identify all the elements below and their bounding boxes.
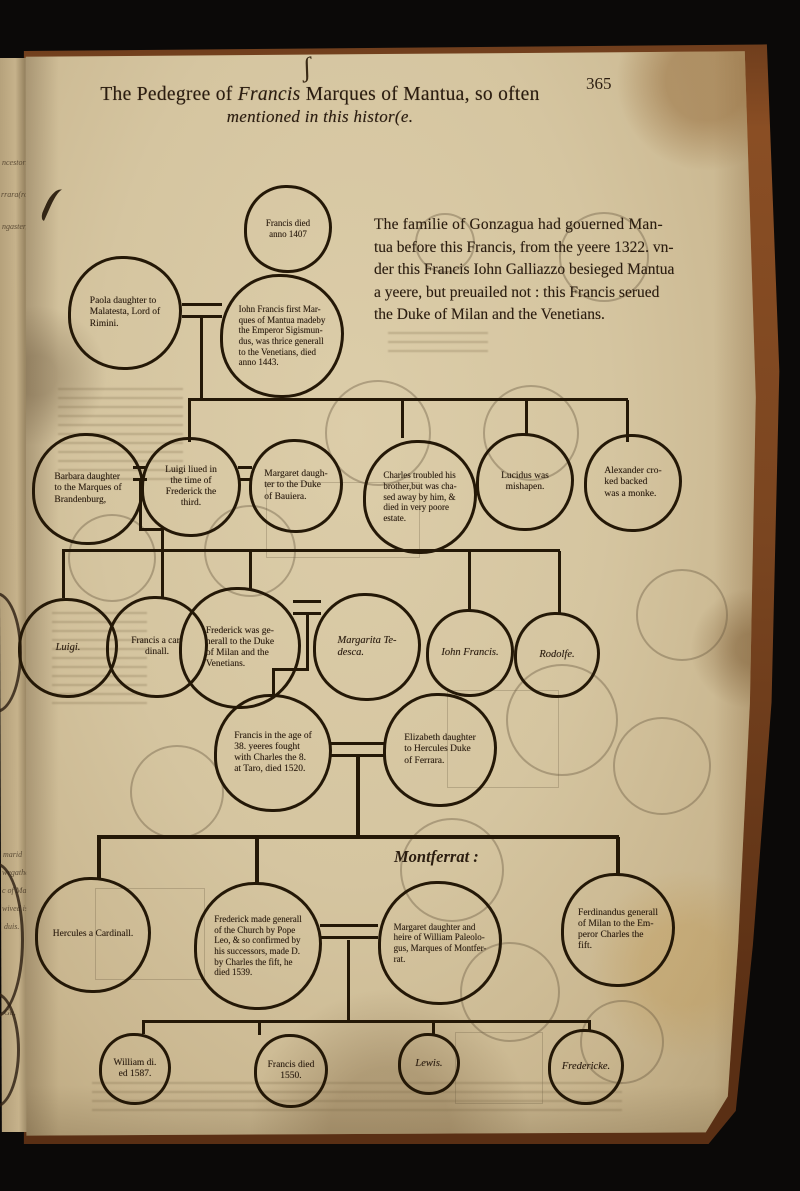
descent-line <box>468 551 471 610</box>
title-name: Francis <box>237 84 301 105</box>
sibling-bracket <box>97 835 619 839</box>
ghost-circle <box>130 745 224 839</box>
descent-line <box>588 1022 591 1030</box>
descent-line <box>616 837 620 874</box>
descent-line <box>249 551 252 589</box>
tree-node-paola: Paola daughter to Malatesta, Lord of Rim… <box>68 256 182 370</box>
descent-line <box>255 837 259 883</box>
section-label-montferrat: Montferrat : <box>394 847 479 866</box>
ghost-circle <box>559 212 649 302</box>
tree-node-francis-taro: Francis in the age of 38. yeeres fought … <box>214 694 332 812</box>
tree-node-francis-1407: Francis died anno 1407 <box>244 185 332 273</box>
tree-node-charles: Charles troubled his brother,but was cha… <box>363 440 477 554</box>
descent-line <box>356 756 360 838</box>
edge-text-fragment: wegathe <box>2 868 29 877</box>
tree-node-elizabeth: Elizabeth daughter to Hercules Duke of F… <box>383 693 497 807</box>
sibling-bracket <box>62 549 560 552</box>
descent-line <box>188 400 191 442</box>
tree-node-frederick-duke: Frederick was ge- nerall to the Duke of … <box>179 587 301 709</box>
tree-node-rodolfe: Rodolfe. <box>514 612 600 698</box>
sibling-bracket <box>142 1020 591 1023</box>
ghost-circle <box>613 717 711 815</box>
descent-line <box>200 317 203 399</box>
descent-line <box>626 400 629 442</box>
tree-node-barbara: Barbara daughter to the Marques of Brand… <box>32 433 144 545</box>
sibling-bracket <box>188 398 628 401</box>
tree-node-francis-1550: Francis died 1550. <box>254 1034 328 1108</box>
edge-text-fragment: rrara(ro <box>1 190 28 199</box>
ghost-circle <box>415 213 475 273</box>
tree-node-luigi-elder: Luigi liued in the time of Frederick the… <box>141 437 241 537</box>
edge-text-fragment: marid <box>3 850 23 859</box>
page-number: 365 <box>586 74 612 93</box>
descent-line <box>525 400 528 434</box>
page-title: The Pedegree of Francis Marques of Mantu… <box>60 84 580 127</box>
descent-line <box>62 551 65 598</box>
marriage-line <box>238 466 252 481</box>
bleed-through-text <box>92 1082 622 1112</box>
descent-line <box>139 528 163 531</box>
descent-line <box>347 940 350 1022</box>
tree-node-ferdinandus: Ferdinandus generall of Milan to the Em-… <box>561 873 675 987</box>
tree-node-fredericke: Fredericke. <box>548 1029 624 1105</box>
title-pre: The Pedegree of <box>100 84 238 105</box>
title-post: Marques of Mantua, so often <box>300 84 540 105</box>
tree-node-margarita-tedesca: Margarita Te- desca. <box>313 593 421 701</box>
descent-line <box>306 614 309 670</box>
tree-node-lucidus: Lucidus was mishapen. <box>476 433 574 531</box>
tree-node-hercules-cardinall: Hercules a Cardinall. <box>35 877 151 993</box>
descent-line <box>432 1022 435 1034</box>
bleed-through-text <box>388 332 488 354</box>
tree-node-luigi-younger: Luigi. <box>18 598 118 698</box>
descent-line <box>258 1022 261 1035</box>
marriage-line <box>331 742 384 757</box>
marriage-line <box>182 303 222 318</box>
ghost-circle <box>636 569 728 661</box>
descent-line <box>142 1022 145 1034</box>
tree-node-margaret-bauiera: Margaret daugh- ter to the Duke of Bauie… <box>249 439 343 533</box>
descent-line <box>161 528 164 598</box>
descent-line <box>558 551 561 613</box>
tree-node-john-francis: Iohn Francis. <box>426 609 514 697</box>
tree-node-frederick-generall: Frederick made generall of the Church by… <box>194 882 322 1010</box>
page-subtitle: mentioned in this histor(e. <box>226 107 414 126</box>
intro-paragraph: The familie of Gonzagua had gouerned Man… <box>374 216 675 323</box>
tree-node-william: William di. ed 1587. <box>99 1033 171 1105</box>
descent-line <box>97 837 101 878</box>
marriage-line <box>320 924 378 939</box>
edge-text-fragment: ncestors <box>2 158 29 167</box>
edge-text-fragment: ngaster, <box>2 222 28 231</box>
tree-node-margaret-montferrat: Margaret daughter and heire of William P… <box>378 881 502 1005</box>
tree-node-lewis: Lewis. <box>398 1033 460 1095</box>
marriage-line <box>293 600 321 615</box>
tree-node-john-francis-first: Iohn Francis first Mar- ques of Mantua m… <box>220 274 344 398</box>
descent-line <box>401 400 404 438</box>
tree-node-alexander: Alexander cro- ked backed was a monke. <box>584 434 682 532</box>
